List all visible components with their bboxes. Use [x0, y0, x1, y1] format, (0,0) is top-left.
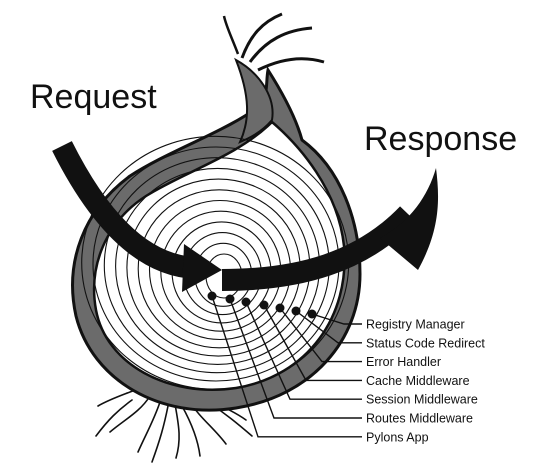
request-label: Request	[30, 78, 157, 116]
callout-line	[311, 313, 362, 325]
callout-line	[263, 304, 362, 382]
layer-label: Cache Middleware	[366, 374, 470, 388]
layer-label: Session Middleware	[366, 393, 478, 407]
layer-label: Pylons App	[366, 430, 429, 444]
callout-line	[229, 298, 362, 419]
layer-dot	[259, 300, 269, 310]
onion-sprouts	[222, 12, 325, 72]
request-arrow	[52, 141, 222, 292]
callout-line	[295, 310, 362, 344]
layer-dot	[241, 297, 251, 307]
response-arrow	[221, 168, 439, 291]
onion-flesh	[92, 120, 346, 391]
layer-label: Status Code Redirect	[366, 336, 485, 350]
onion-neck	[234, 57, 274, 144]
layer-label: Error Handler	[366, 355, 441, 369]
layer-dot	[307, 309, 317, 319]
layer-dot	[291, 306, 301, 316]
layer-label: Registry Manager	[366, 318, 465, 332]
callout-line	[279, 307, 362, 363]
layer-dot	[275, 303, 285, 313]
layer-dot	[225, 294, 235, 304]
layer-label: Routes Middleware	[366, 412, 473, 426]
callout-line	[245, 301, 362, 400]
callout-line	[211, 295, 362, 438]
layer-dot	[207, 291, 217, 301]
response-label: Response	[364, 120, 517, 158]
